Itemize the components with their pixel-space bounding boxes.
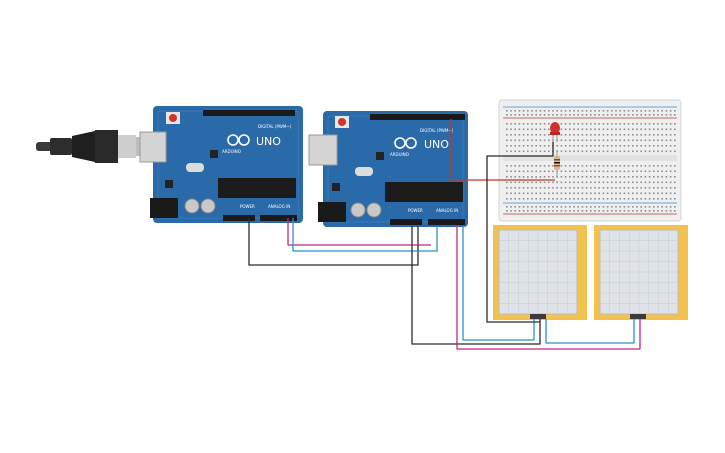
- power-label: POWER: [408, 208, 423, 213]
- wire-magenta-board1: [287, 218, 431, 246]
- wire-blue-board1: [292, 218, 438, 252]
- red-led[interactable]: [550, 122, 560, 142]
- digital-header-label: DIGITAL (PWM~): [420, 128, 454, 133]
- wire-black-board2: [411, 226, 541, 345]
- analog-label: ANALOG IN: [436, 208, 458, 213]
- touch-pad-2[interactable]: [594, 225, 688, 320]
- resistor[interactable]: [554, 150, 560, 178]
- usb-cable[interactable]: [36, 130, 154, 163]
- microcontroller-chip: [385, 182, 463, 202]
- analog-label: ANALOG IN: [268, 204, 290, 209]
- digital-header: [203, 110, 295, 116]
- wire-magenta-board2: [456, 226, 641, 350]
- breadboard[interactable]: [498, 99, 682, 222]
- arduino-logo: [394, 137, 417, 149]
- arduino-board-2[interactable]: DIGITAL (PWM~) ARDUINO UNO POWER ANALOG …: [308, 111, 468, 227]
- touch-pad-1[interactable]: [493, 225, 587, 320]
- model-label: UNO: [256, 135, 281, 148]
- digital-header-label: DIGITAL (PWM~): [258, 124, 292, 129]
- power-jack[interactable]: [150, 198, 178, 218]
- power-jack[interactable]: [318, 202, 346, 222]
- digital-header: [370, 114, 465, 120]
- brand-label: ARDUINO: [390, 152, 409, 157]
- microcontroller-chip: [218, 178, 296, 198]
- wire-blue-board2: [462, 226, 535, 341]
- reset-button[interactable]: [338, 118, 346, 126]
- arduino-board-1[interactable]: DIGITAL (PWM~) ARDUINO UNO POWER ANALOG …: [139, 106, 303, 223]
- brand-label: ARDUINO: [222, 149, 241, 154]
- wires[interactable]: [248, 119, 641, 350]
- wire-red-led: [450, 119, 555, 181]
- breadboard-holes[interactable]: [506, 110, 676, 212]
- wire-blue-pad2: [545, 319, 635, 344]
- reset-button[interactable]: [169, 114, 177, 122]
- power-label: POWER: [240, 204, 255, 209]
- crystal: [355, 167, 373, 176]
- model-label: UNO: [424, 138, 449, 151]
- arduino-logo: [227, 134, 250, 146]
- wire-black-ground: [486, 142, 554, 323]
- crystal: [186, 163, 204, 172]
